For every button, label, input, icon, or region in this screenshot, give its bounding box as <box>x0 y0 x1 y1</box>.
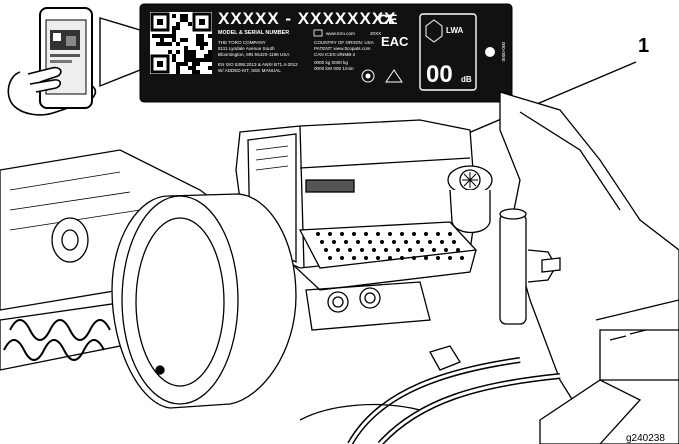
label-part-number: 000-0000 <box>501 42 506 62</box>
sound-power-unit: dB <box>461 75 472 84</box>
label-company-line-1: THE TORO COMPANY <box>218 40 266 45</box>
sound-power-icon <box>425 19 443 43</box>
label-weight-1: 0000 kg 0000 kg <box>314 60 348 65</box>
callout-number: 1 <box>638 35 649 57</box>
label-patent: PATENT: www.ttcopats.com <box>314 46 371 51</box>
product-label-decal: XXXXX - XXXXXXXX MODEL & SERIAL NUMBER T… <box>139 3 513 103</box>
label-can-ices: CAN ICES-2/NMB-2 <box>314 52 356 57</box>
label-model-serial-heading: MODEL & SERIAL NUMBER <box>218 30 289 36</box>
smartphone-scan-icon <box>7 7 141 116</box>
figure-id: g240238 <box>626 433 665 444</box>
label-website: www.toro.com <box>326 31 355 36</box>
rcm-mark-icon <box>385 69 403 83</box>
qr-code <box>150 12 212 74</box>
label-standards-line-1: EN ISO 5395:2013 & ANSI B71.4-2012 <box>218 62 298 67</box>
label-standards-line-2: W/ ADDED KIT, SEE MANUAL <box>218 68 281 73</box>
ce-mark-icon: CE <box>378 11 397 27</box>
certification-mark-icon <box>361 69 375 83</box>
eac-mark-icon: EAC <box>381 34 409 49</box>
label-company-line-2: 8111 Lyndale Avenue South <box>218 46 275 51</box>
label-dot <box>485 47 495 57</box>
book-icon <box>313 29 323 37</box>
label-location-on-machine <box>305 179 355 193</box>
label-year: 20XX <box>370 31 381 36</box>
label-model-serial-placeholder: XXXXX - XXXXXXXX <box>218 9 397 28</box>
sound-power-value: 00 <box>426 61 453 88</box>
label-company-line-3: Bloomington, MN 55420-1196 USA <box>218 52 290 57</box>
sound-power-symbol: LWA <box>446 26 464 35</box>
label-weight-2: 0000 kW 000 1/min <box>314 66 354 71</box>
label-country: COUNTRY OF ORIGIN: USA <box>314 40 375 45</box>
mower-chassis <box>0 91 679 444</box>
sound-power-level-box: LWA 00 dB <box>419 13 477 91</box>
